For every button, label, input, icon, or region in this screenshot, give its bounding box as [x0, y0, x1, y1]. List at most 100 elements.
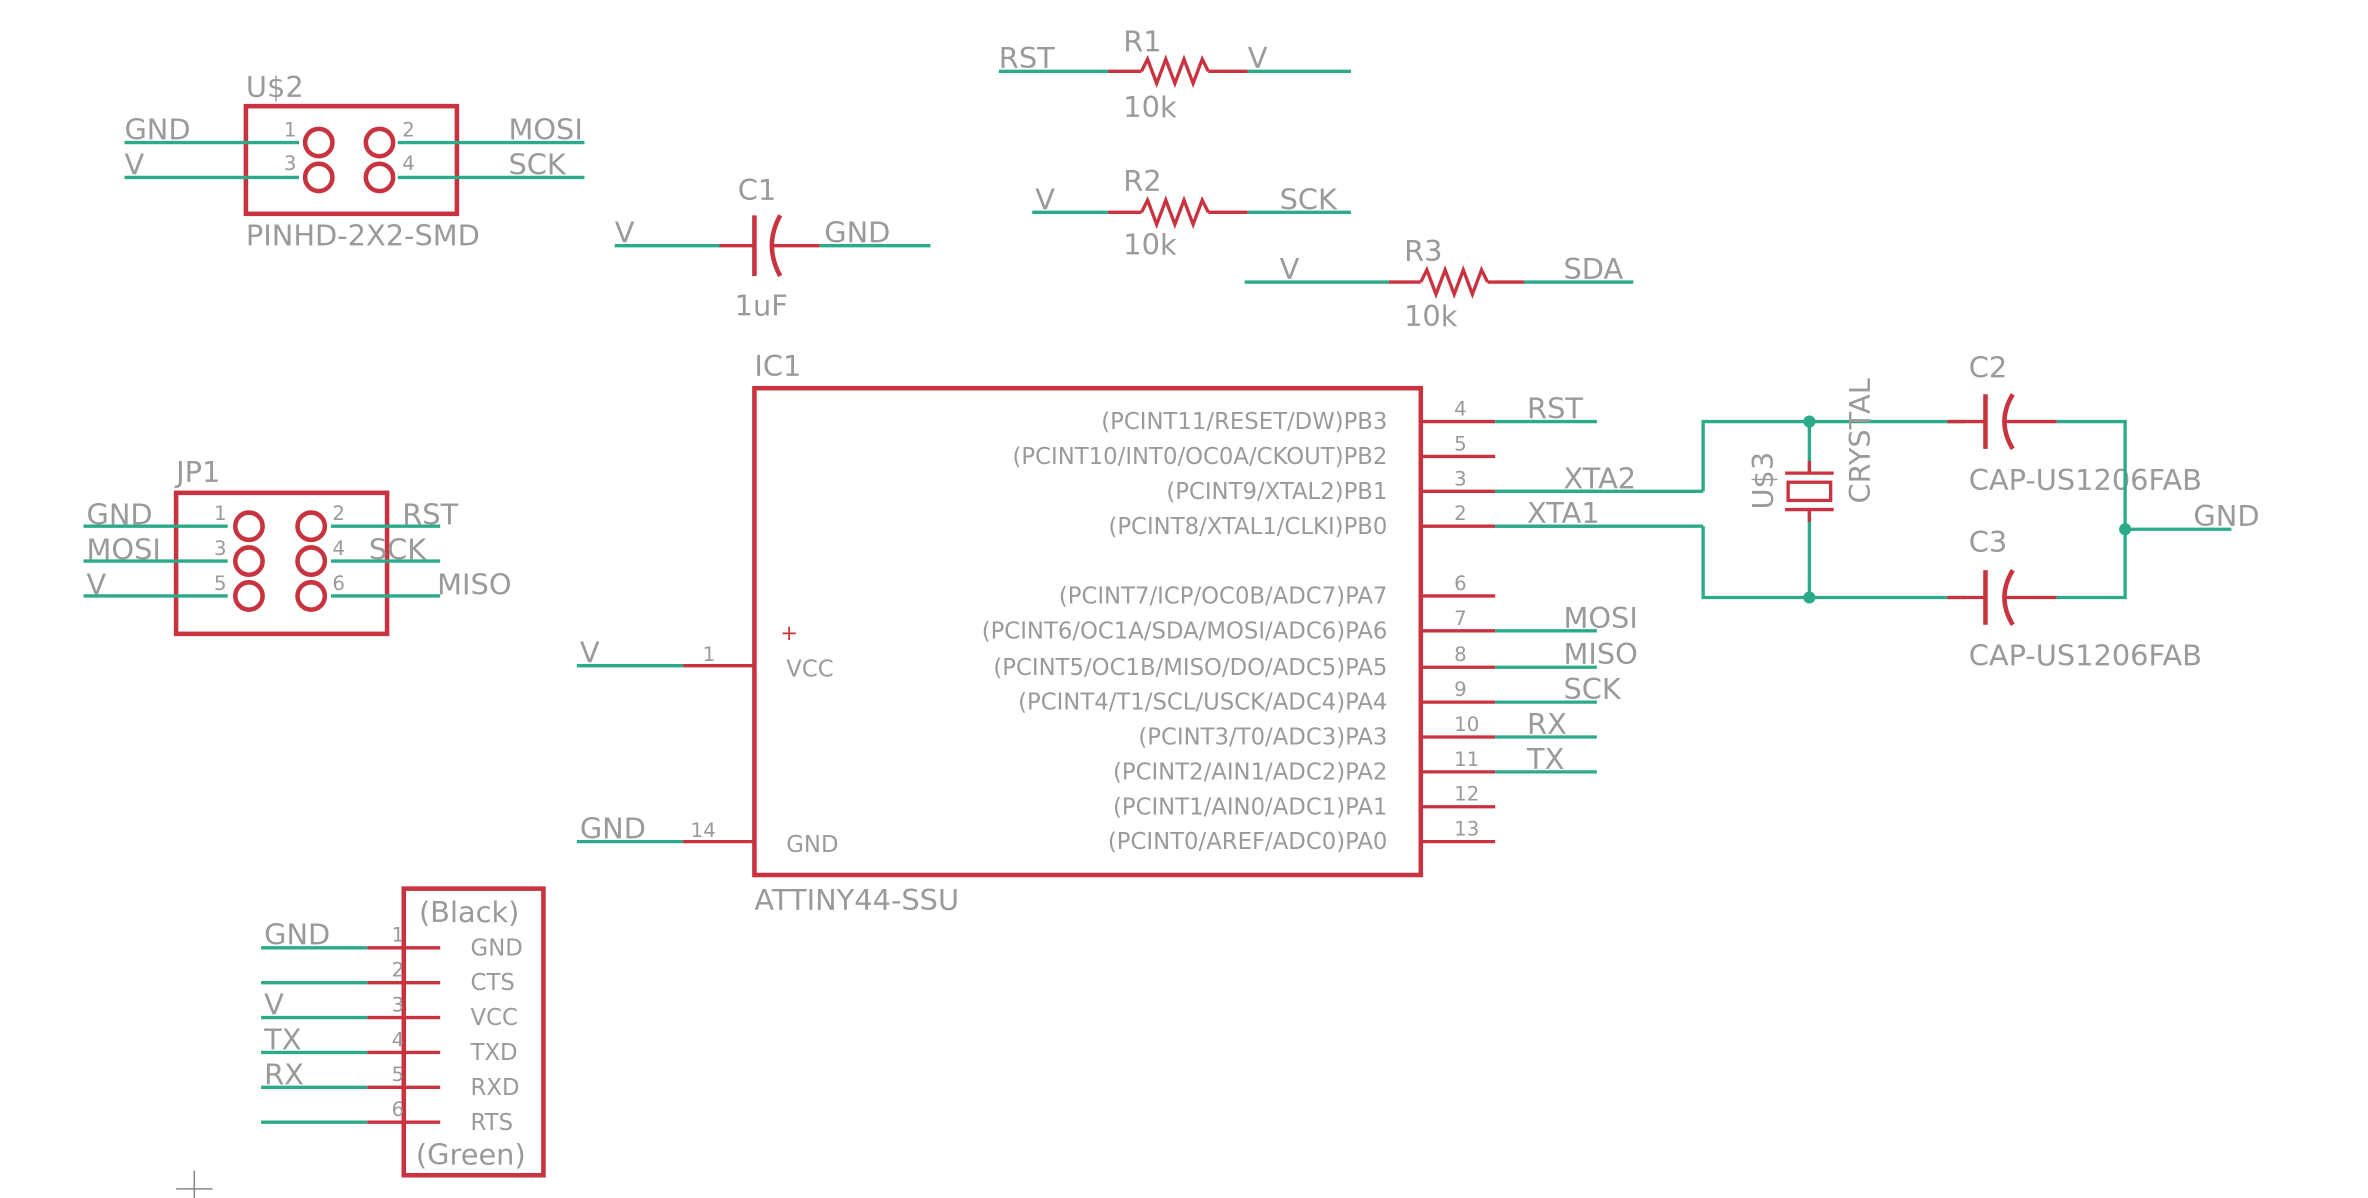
ic-pin-label: (PCINT5/OC1B/MISO/DO/ADC5)PA5 — [993, 655, 1387, 681]
vcc-pin-label: VCC — [786, 656, 833, 682]
junction — [2119, 523, 2132, 536]
part-value: 10k — [1123, 90, 1177, 124]
pad-1 — [302, 126, 335, 159]
pin-number: 4 — [332, 537, 345, 560]
net-label: MISO — [1563, 637, 1637, 671]
net-label: TX — [263, 1022, 301, 1056]
ftdi-body — [401, 886, 546, 1178]
pin-header-u2-body — [243, 103, 460, 217]
part-name: U$2 — [246, 70, 304, 104]
ic-pin-label: (PCINT11/RESET/DW)PB3 — [1101, 409, 1387, 435]
part-name: JP1 — [174, 455, 220, 489]
net-label: V — [87, 567, 107, 601]
capacitor-c2[interactable]: C2 CAP-US1206FAB — [1947, 351, 2202, 497]
net-label: XTA1 — [1527, 496, 1600, 530]
pin-number: 2 — [1454, 502, 1467, 525]
pin-number: 14 — [691, 819, 716, 842]
resistor-r2[interactable]: V SCK R2 10k — [1032, 164, 1351, 262]
resistor-r3[interactable]: V SDA R3 10k — [1244, 234, 1634, 333]
capacitor-c3[interactable]: C3 CAP-US1206FAB — [1947, 525, 2202, 673]
resistor-r1[interactable]: RST V R1 10k — [999, 25, 1351, 124]
crystal-u3[interactable]: U$3 CRYSTAL — [1746, 378, 1877, 522]
ftdi-pin-label: TXD — [470, 1040, 518, 1066]
ic-right-pins: (PCINT11/RESET/DW)PB3 4 RST (PCINT10/INT0/O… — [982, 392, 1638, 856]
pin-number: 1 — [392, 924, 405, 947]
ic-pin-label: (PCINT6/OC1A/SDA/MOSI/ADC6)PA6 — [982, 618, 1388, 644]
part-name: R3 — [1404, 234, 1442, 268]
pin-number: 4 — [402, 152, 415, 175]
net-label: RST — [402, 498, 458, 532]
ic-pin-label: (PCINT4/T1/SCL/USCK/ADC4)PA4 — [1018, 690, 1387, 716]
pad-2 — [363, 126, 396, 159]
pin-number: 6 — [332, 572, 345, 595]
net-label: RST — [999, 41, 1055, 75]
net-label: SCK — [1563, 672, 1621, 706]
pin-number: 1 — [214, 502, 227, 525]
pin-number: 3 — [1454, 467, 1467, 490]
pin-number: 9 — [1454, 678, 1467, 701]
net-label: XTA2 — [1563, 461, 1636, 495]
ic-pin-label: (PCINT1/AIN0/ADC1)PA1 — [1113, 794, 1387, 820]
ftdi-header[interactable]: (Black) (Green) 1GNDGND2CTS3VCCV4TXDTX5R… — [261, 886, 546, 1178]
net-label: V — [615, 216, 635, 250]
net-label: GND — [264, 918, 330, 952]
ic-pin-label: (PCINT8/XTAL1/CLKI)PB0 — [1108, 514, 1387, 540]
part-name: R2 — [1123, 164, 1161, 198]
part-value: 10k — [1123, 228, 1177, 262]
part-value: CAP-US1206FAB — [1969, 639, 2202, 673]
part-value: 10k — [1404, 299, 1458, 333]
net-label: SCK — [369, 533, 427, 567]
jumper-jp1[interactable]: 1 2 3 4 5 6 GND MOSI V RST SCK MISO JP1 — [83, 455, 512, 637]
part-name: R1 — [1123, 25, 1161, 59]
ic-pin-label: (PCINT2/AIN1/ADC2)PA2 — [1113, 759, 1387, 785]
pad-2 — [295, 510, 328, 543]
part-value: CAP-US1206FAB — [1969, 463, 2202, 497]
part-name: IC1 — [754, 349, 801, 383]
capacitor-c1[interactable]: V GND C1 1uF — [614, 173, 931, 322]
gnd-pin-label: GND — [786, 832, 838, 858]
pin-number: 10 — [1454, 713, 1479, 736]
net-label: RX — [264, 1057, 304, 1091]
part-name: C2 — [1969, 351, 2007, 385]
ftdi-bottom-label: (Green) — [416, 1138, 526, 1172]
pin-number: 1 — [703, 643, 716, 666]
ftdi-pin-label: CTS — [471, 970, 515, 996]
pin-number: 8 — [1454, 643, 1467, 666]
ftdi-pin-label: GND — [471, 935, 523, 961]
ftdi-pin-label: VCC — [471, 1005, 518, 1031]
pin-number: 4 — [392, 1028, 405, 1051]
pin-number: 12 — [1454, 783, 1479, 806]
net-label: MOSI — [87, 533, 161, 567]
pad-4 — [363, 161, 396, 194]
pin-number: 2 — [402, 118, 415, 141]
ic-pin-label: (PCINT10/INT0/OC0A/CKOUT)PB2 — [1013, 444, 1388, 470]
pin-number: 1 — [284, 118, 297, 141]
ic-pin-label: (PCINT0/AREF/ADC0)PA0 — [1108, 829, 1387, 855]
crystal-network[interactable]: U$3 CRYSTAL C2 CAP-US1206FAB C3 CAP-US12… — [1495, 351, 2260, 673]
net-label: V — [1280, 252, 1300, 286]
pin-number: 11 — [1454, 748, 1479, 771]
pad-3 — [233, 545, 265, 578]
pin-number: 6 — [1454, 572, 1467, 595]
net-label: GND — [87, 498, 153, 532]
pin-number: 7 — [1454, 607, 1467, 630]
part-value: 1uF — [735, 288, 788, 322]
pad-1 — [233, 510, 265, 543]
junction — [1803, 591, 1816, 604]
ic-pin-label: (PCINT3/T0/ADC3)PA3 — [1138, 725, 1387, 751]
net-label: GND — [824, 216, 890, 250]
part-name: C3 — [1969, 525, 2007, 559]
net-label: RX — [1527, 707, 1567, 741]
net-label: SDA — [1563, 252, 1623, 286]
net-label: RST — [1527, 392, 1583, 426]
net-label: V — [1035, 182, 1055, 216]
ic-attiny44[interactable]: IC1 ATTINY44-SSU + VCC GND 1 V 14 GND (P… — [576, 349, 1638, 917]
jumper-jp1-body — [173, 490, 390, 637]
pad-5 — [233, 580, 265, 612]
net-label: MOSI — [509, 113, 583, 147]
part-name: C1 — [738, 173, 776, 207]
pin-header-u2[interactable]: 1 2 3 4 GND V MOSI SCK U$2 PINHD-2X2-SMD — [124, 70, 585, 253]
pin-number: 4 — [1454, 398, 1467, 421]
